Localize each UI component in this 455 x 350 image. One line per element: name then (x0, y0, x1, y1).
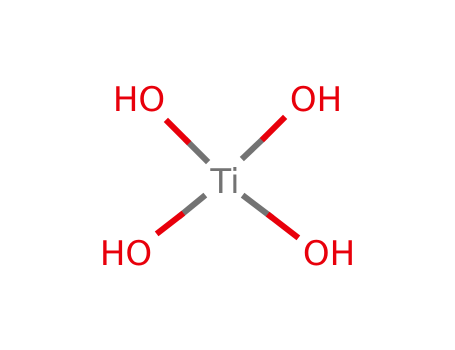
bond-top-left (163, 117, 211, 165)
atom-oh-top-right: OH (290, 80, 342, 120)
atom-oh-bottom-left: HO (100, 234, 152, 274)
bond-bottom-left (154, 192, 208, 237)
bond-top-right (239, 114, 288, 162)
atom-oh-bottom-right: OH (303, 234, 355, 274)
atom-ti: Ti (209, 162, 239, 202)
atom-oh-top-left: HO (113, 80, 165, 120)
bond-bottom-right (240, 192, 301, 241)
